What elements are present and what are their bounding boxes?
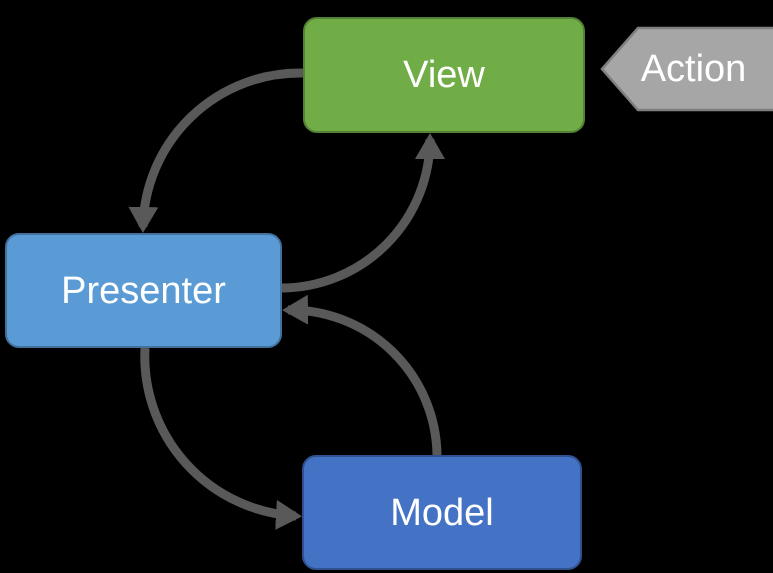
connector-model-to-presenter xyxy=(282,294,442,456)
view-node: View xyxy=(303,17,585,133)
view-node-label: View xyxy=(403,54,485,96)
connector-presenter-to-view xyxy=(281,133,445,293)
connector-view-to-presenter xyxy=(128,68,304,233)
model-node: Model xyxy=(302,455,582,570)
connector-presenter-to-model xyxy=(140,347,302,530)
presenter-node: Presenter xyxy=(5,233,282,348)
model-node-label: Model xyxy=(390,491,494,534)
presenter-node-label: Presenter xyxy=(61,269,226,312)
action-arrow-shape xyxy=(600,26,773,112)
